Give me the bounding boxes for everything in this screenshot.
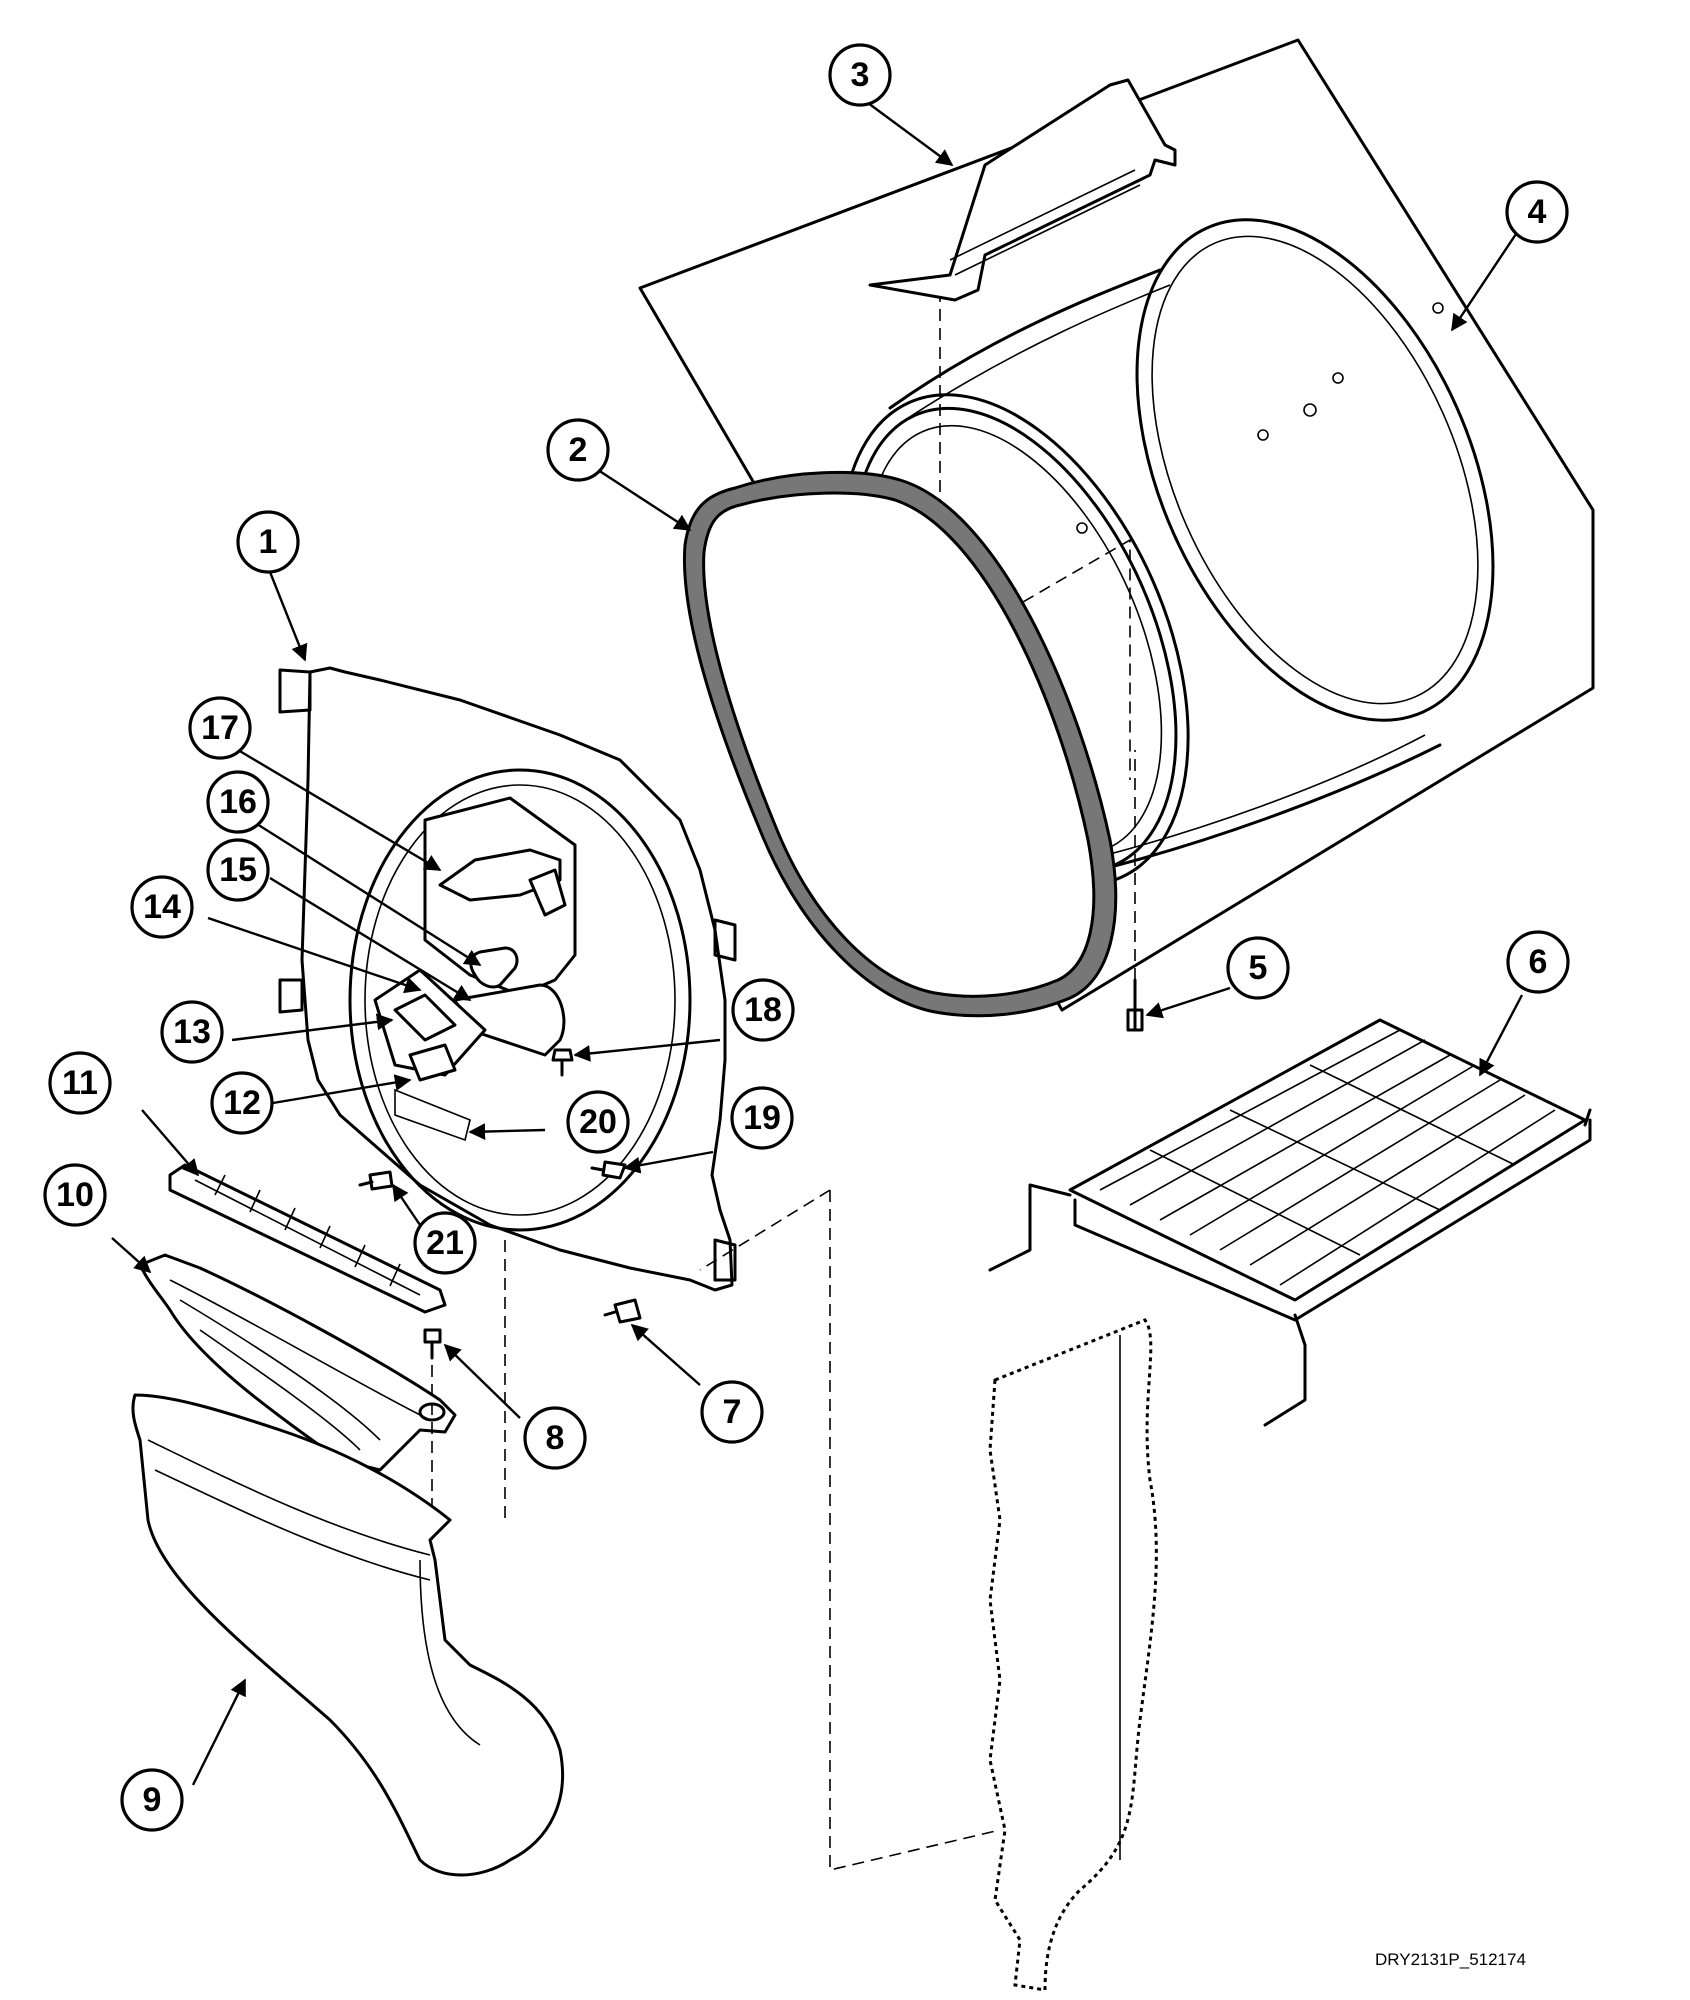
- callout-8: 8: [523, 1406, 587, 1470]
- callout-10: 10: [43, 1163, 107, 1227]
- callout-15: 15: [206, 838, 270, 902]
- callout-16: 16: [206, 770, 270, 834]
- svg-text:19: 19: [743, 1099, 781, 1137]
- callout-13: 13: [160, 1000, 224, 1064]
- svg-text:4: 4: [1528, 193, 1547, 231]
- svg-text:9: 9: [143, 1781, 162, 1819]
- svg-text:5: 5: [1249, 949, 1268, 987]
- screw-7: [603, 1298, 642, 1324]
- lint-duct: [131, 1393, 565, 1877]
- screw-21: [358, 1170, 394, 1191]
- svg-text:20: 20: [579, 1103, 617, 1141]
- svg-text:3: 3: [851, 56, 870, 94]
- callout-7: 7: [700, 1380, 764, 1444]
- svg-text:15: 15: [219, 851, 257, 889]
- callout-19: 19: [730, 1086, 794, 1150]
- svg-text:13: 13: [173, 1013, 211, 1051]
- bolt-5: [1126, 750, 1144, 1032]
- callout-4: 4: [1505, 180, 1569, 244]
- svg-text:12: 12: [223, 1084, 261, 1122]
- svg-text:16: 16: [219, 783, 257, 821]
- leader-lines: [111, 102, 1524, 1786]
- screw-8: [423, 1328, 442, 1540]
- callout-11: 11: [48, 1051, 112, 1115]
- callout-20: 20: [566, 1090, 630, 1154]
- callout-18: 18: [731, 978, 795, 1042]
- callout-2: 2: [546, 418, 610, 482]
- svg-text:14: 14: [143, 888, 181, 926]
- svg-text:18: 18: [744, 991, 782, 1029]
- svg-text:8: 8: [546, 1419, 565, 1457]
- svg-text:6: 6: [1529, 943, 1548, 981]
- callout-12: 12: [210, 1071, 274, 1135]
- callout-14: 14: [130, 875, 194, 939]
- callout-21: 21: [413, 1211, 477, 1275]
- callout-17: 17: [188, 696, 252, 760]
- drawing-code: DRY2131P_512174: [1375, 1950, 1526, 1969]
- front-drum-seal: [682, 470, 1118, 1018]
- vent-duct-outline: [829, 1190, 1158, 1992]
- callout-6: 6: [1506, 930, 1570, 994]
- callout-3: 3: [828, 43, 892, 107]
- callout-5: 5: [1226, 936, 1290, 1000]
- svg-text:10: 10: [56, 1176, 94, 1214]
- svg-text:7: 7: [723, 1393, 742, 1431]
- svg-text:11: 11: [62, 1064, 98, 1102]
- svg-text:17: 17: [201, 709, 239, 747]
- light-lens: [453, 983, 566, 1057]
- screw-18: [551, 1048, 574, 1077]
- svg-text:2: 2: [569, 431, 588, 469]
- drying-rack: [988, 1018, 1592, 1427]
- svg-text:21: 21: [426, 1224, 464, 1262]
- screw-19: [590, 1160, 627, 1180]
- svg-text:1: 1: [259, 523, 278, 561]
- callout-1: 1: [236, 510, 300, 574]
- drum-baffle: [868, 78, 1177, 302]
- callout-9: 9: [120, 1768, 184, 1832]
